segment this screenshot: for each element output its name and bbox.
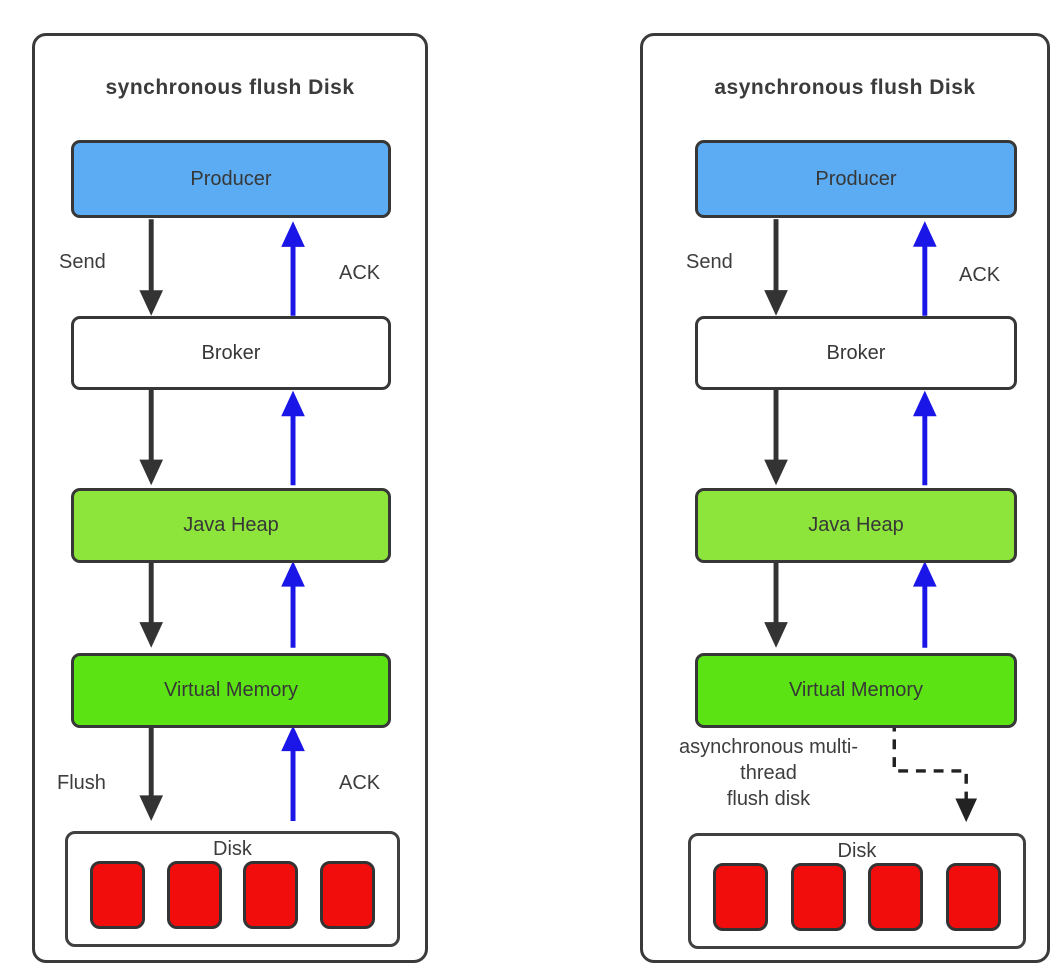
async-flush-note: asynchronous multi- thread flush disk <box>651 734 886 812</box>
ack-arrow-vmem-javaheap <box>912 561 937 648</box>
disk-row <box>691 863 1023 946</box>
disk-block <box>89 861 145 929</box>
node-producer: Producer <box>71 140 391 218</box>
panel-title: asynchronous flush Disk <box>714 76 976 99</box>
node-java-heap: Java Heap <box>71 488 391 563</box>
async-flush-note-line: asynchronous multi- <box>679 736 858 758</box>
down-arrow-javaheap-vmem <box>139 559 164 648</box>
flush-arrow <box>139 721 164 822</box>
panel-synchronous: synchronous flush Disk Producer Broker J… <box>32 33 428 963</box>
ack-arrow-javaheap-broker <box>281 390 305 486</box>
disk-label: Disk <box>213 838 252 860</box>
async-flush-note-line: thread <box>740 762 797 784</box>
flow-arrows-svg <box>139 219 305 822</box>
disk-block <box>713 863 769 931</box>
panel-title: synchronous flush Disk <box>105 76 355 99</box>
node-label: Broker <box>201 341 261 364</box>
send-label: Send <box>59 251 106 273</box>
down-arrow-broker-javaheap <box>764 388 788 486</box>
panel-asynchronous: asynchronous flush Disk Producer Broker … <box>640 33 1050 963</box>
node-virtual-memory: Virtual Memory <box>71 653 391 728</box>
down-arrow-javaheap-vmem <box>764 559 788 648</box>
node-label: Java Heap <box>183 514 279 536</box>
disk-box: Disk <box>688 833 1026 949</box>
node-label: Broker <box>826 341 886 364</box>
send-arrow <box>764 219 788 316</box>
send-arrow <box>139 219 164 316</box>
disk-box: Disk <box>65 831 400 947</box>
node-label: Virtual Memory <box>788 679 924 701</box>
node-label: Virtual Memory <box>163 679 299 701</box>
node-producer: Producer <box>695 140 1017 218</box>
disk-block <box>868 863 924 931</box>
flush-label: Flush <box>57 772 106 794</box>
disk-label: Disk <box>837 840 877 862</box>
ack-arrow-broker-producer <box>281 221 305 316</box>
disk-block <box>945 863 1001 931</box>
node-java-heap: Java Heap <box>695 488 1017 563</box>
dashed-flush-arrow <box>892 721 978 823</box>
disk-row <box>68 861 397 944</box>
node-broker: Broker <box>71 316 391 390</box>
node-label: Java Heap <box>808 514 904 536</box>
ack-arrow-disk-vmem <box>281 725 305 822</box>
ack-arrow-broker-producer <box>912 221 937 316</box>
node-label: Producer <box>190 167 272 190</box>
send-label: Send <box>686 251 733 273</box>
node-broker: Broker <box>695 316 1017 390</box>
ack-upper-label: ACK <box>339 262 381 284</box>
ack-upper-label: ACK <box>959 264 1001 286</box>
disk-block <box>790 863 846 931</box>
ack-arrow-vmem-javaheap <box>281 561 305 648</box>
down-arrow-broker-javaheap <box>139 388 164 486</box>
node-virtual-memory: Virtual Memory <box>695 653 1017 728</box>
async-flush-note-line: flush disk <box>726 788 811 810</box>
node-label: Producer <box>815 167 897 190</box>
ack-lower-label: ACK <box>339 772 381 794</box>
flow-arrows-svg <box>764 219 978 823</box>
disk-block <box>243 861 299 929</box>
disk-block <box>320 861 376 929</box>
ack-arrow-javaheap-broker <box>912 390 937 486</box>
disk-block <box>166 861 222 929</box>
